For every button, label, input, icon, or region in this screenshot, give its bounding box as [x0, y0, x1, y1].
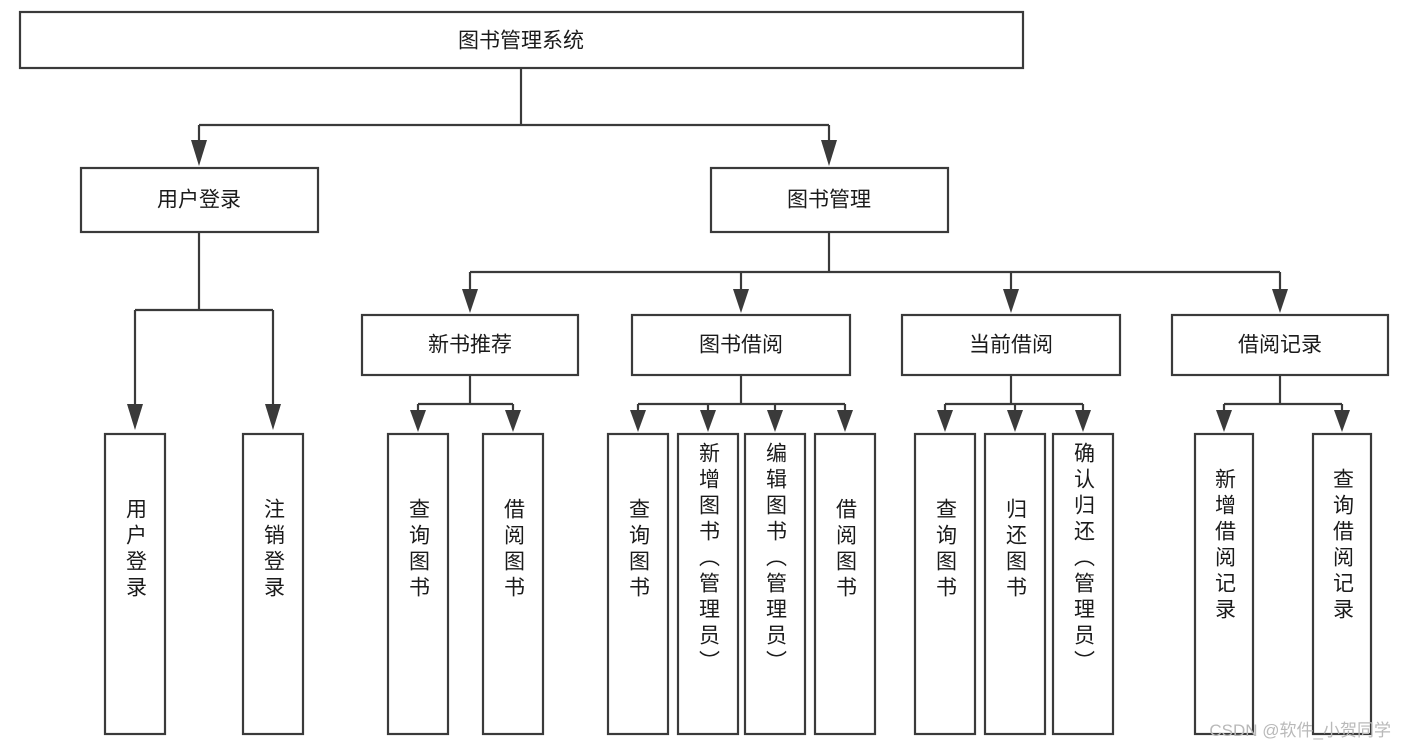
- node-new-book-recommend-label: 新书推荐: [428, 334, 512, 357]
- node-user-login[interactable]: 用户登录: [79, 166, 320, 234]
- connector-book-borrow-to-leaves: [630, 375, 853, 432]
- arrow-head-icon: [630, 410, 646, 432]
- node-user-login-label: 用户登录: [157, 189, 241, 212]
- node-borrow-record-label: 借阅记录: [1238, 334, 1322, 357]
- arrow-head-icon: [410, 410, 426, 432]
- leaf-box-borrow-book-1[interactable]: [481, 432, 545, 736]
- leaf-box-return-book[interactable]: [983, 432, 1047, 736]
- leaf-box-add-borrow-record[interactable]: [1193, 432, 1255, 736]
- node-root-box: [18, 10, 1025, 70]
- leaf-box-query-book-3[interactable]: [913, 432, 977, 736]
- leaf-box-query-book-1[interactable]: [386, 432, 450, 736]
- arrow-head-icon: [937, 410, 953, 432]
- arrow-head-icon: [462, 289, 478, 313]
- arrow-head-icon: [505, 410, 521, 432]
- arrow-head-icon: [733, 289, 749, 313]
- leaf-box-confirm-return-admin[interactable]: [1051, 432, 1115, 736]
- arrow-head-icon: [1216, 410, 1232, 432]
- arrow-head-icon: [265, 404, 281, 430]
- node-book-management[interactable]: 图书管理: [709, 166, 950, 234]
- node-book-management-label: 图书管理: [787, 189, 871, 212]
- arrow-head-icon: [767, 410, 783, 432]
- connector-book-management-to-level3: [462, 232, 1288, 313]
- node-new-book-recommend-box: [360, 313, 580, 377]
- node-current-borrow-box: [900, 313, 1122, 377]
- node-book-management-box: [709, 166, 950, 234]
- node-book-borrow-label: 图书借阅: [699, 334, 783, 357]
- arrow-head-icon: [127, 404, 143, 430]
- arrow-head-icon: [700, 410, 716, 432]
- connector-root-to-level2: [191, 68, 837, 166]
- node-current-borrow-label: 当前借阅: [969, 334, 1053, 357]
- arrow-head-icon: [1007, 410, 1023, 432]
- connector-new-book-recommend-to-leaves: [410, 375, 521, 432]
- connector-user-login-to-leaves: [127, 232, 281, 430]
- node-root-label: 图书管理系统: [458, 30, 584, 53]
- leaf-box-query-book-2[interactable]: [606, 432, 670, 736]
- node-book-borrow[interactable]: 图书借阅: [630, 313, 852, 377]
- node-current-borrow[interactable]: 当前借阅: [900, 313, 1122, 377]
- arrow-head-icon: [1334, 410, 1350, 432]
- arrow-head-icon: [1075, 410, 1091, 432]
- connector-current-borrow-to-leaves: [937, 375, 1091, 432]
- leaf-box-borrow-book-2[interactable]: [813, 432, 877, 736]
- leaf-box-query-borrow-record[interactable]: [1311, 432, 1373, 736]
- node-root[interactable]: 图书管理系统: [18, 10, 1025, 70]
- leaf-box-user-login[interactable]: [103, 432, 167, 736]
- arrow-head-icon: [1272, 289, 1288, 313]
- leaf-box-logout[interactable]: [241, 432, 305, 736]
- leaf-box-edit-book-admin[interactable]: [743, 432, 807, 736]
- arrow-head-icon: [837, 410, 853, 432]
- arrow-head-icon: [191, 140, 207, 166]
- node-user-login-box: [79, 166, 320, 234]
- node-new-book-recommend[interactable]: 新书推荐: [360, 313, 580, 377]
- leaf-box-add-book-admin[interactable]: [676, 432, 740, 736]
- connector-borrow-record-to-leaves: [1216, 375, 1350, 432]
- arrow-head-icon: [1003, 289, 1019, 313]
- arrow-head-icon: [821, 140, 837, 166]
- node-borrow-record[interactable]: 借阅记录: [1170, 313, 1390, 377]
